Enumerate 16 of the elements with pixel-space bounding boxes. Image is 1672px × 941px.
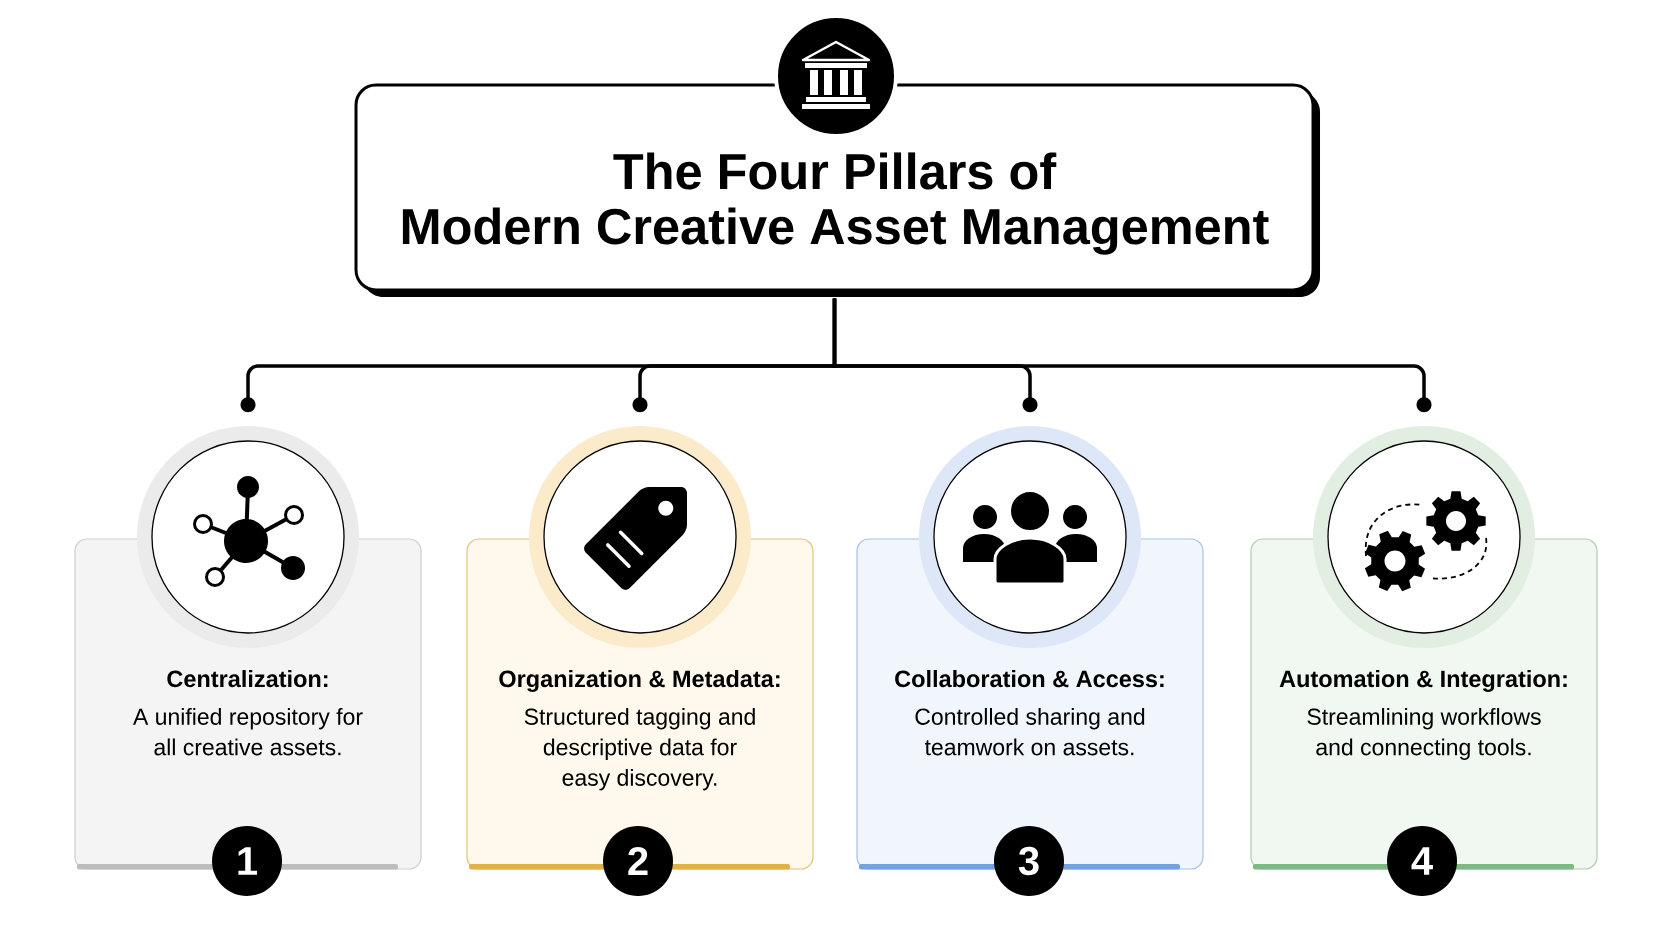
number-badge: 3 (994, 826, 1064, 896)
title-box: The Four Pillars of Modern Creative Asset Management (354, 83, 1320, 297)
icon-circle (137, 426, 359, 648)
card-heading: Centralization: (167, 670, 328, 688)
number-badge: 4 (1387, 826, 1457, 896)
number-badge: 2 (603, 826, 673, 896)
number-badge: 1 (212, 826, 282, 896)
card-text: Streamlining workflows and connecting tools. (1307, 708, 1541, 760)
card-heading: Automation & Integration: (1279, 670, 1567, 692)
card-heading: Collaboration & Access: (895, 670, 1164, 688)
card-heading: Organization & Metadata: (499, 670, 780, 692)
card-text: A unified repository for all creative assets. (133, 708, 363, 756)
card-text: Structured tagging and descriptive data for easy discovery. (524, 708, 755, 791)
icon-circle (1313, 426, 1535, 648)
card-text: Controlled sharing and teamwork on assets. (915, 708, 1145, 756)
connector (832, 298, 1432, 413)
